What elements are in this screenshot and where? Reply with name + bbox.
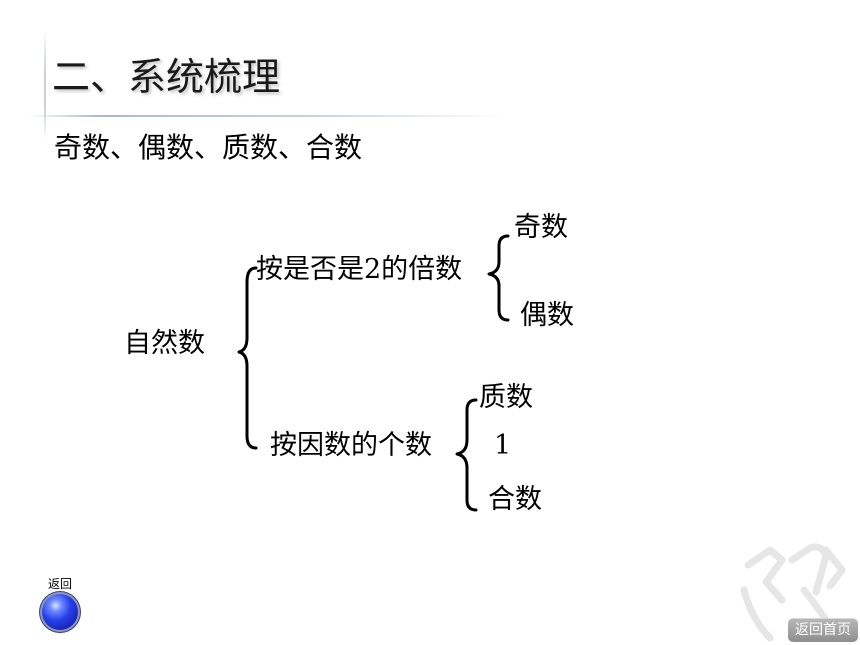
leaf-one: 1 <box>494 430 512 461</box>
home-button[interactable]: 返回首页 <box>788 618 858 642</box>
branch-parity-label: 按是否是2的倍数 <box>256 254 463 285</box>
tree-root: 自然数 <box>124 328 205 359</box>
leaf-prime: 质数 <box>479 382 533 413</box>
leaf-composite: 合数 <box>488 484 542 515</box>
parity-brace <box>487 234 510 322</box>
decor-vertical-line <box>44 30 46 140</box>
leaf-even: 偶数 <box>520 300 574 331</box>
slide-title: 二、系统梳理 <box>52 55 281 99</box>
root-brace <box>237 266 258 450</box>
back-label: 返回 <box>48 577 73 591</box>
factor-brace <box>455 398 478 512</box>
branch-factors-label: 按因数的个数 <box>270 430 432 461</box>
leaf-odd: 奇数 <box>514 212 568 243</box>
slide-subtitle: 奇数、偶数、质数、合数 <box>54 131 363 164</box>
decor-horizontal-line <box>28 115 508 117</box>
back-button[interactable] <box>42 594 78 630</box>
